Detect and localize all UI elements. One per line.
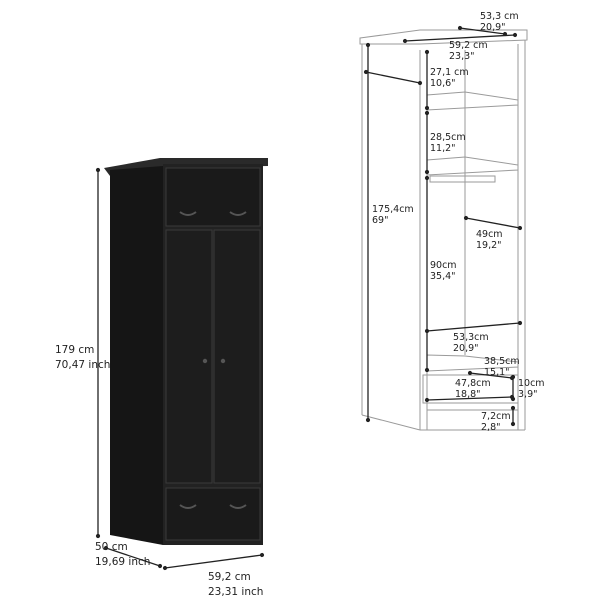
wardrobe-illustration <box>104 158 268 545</box>
right-dimension-lines <box>363 25 523 427</box>
left-dimension-lines <box>95 167 265 571</box>
